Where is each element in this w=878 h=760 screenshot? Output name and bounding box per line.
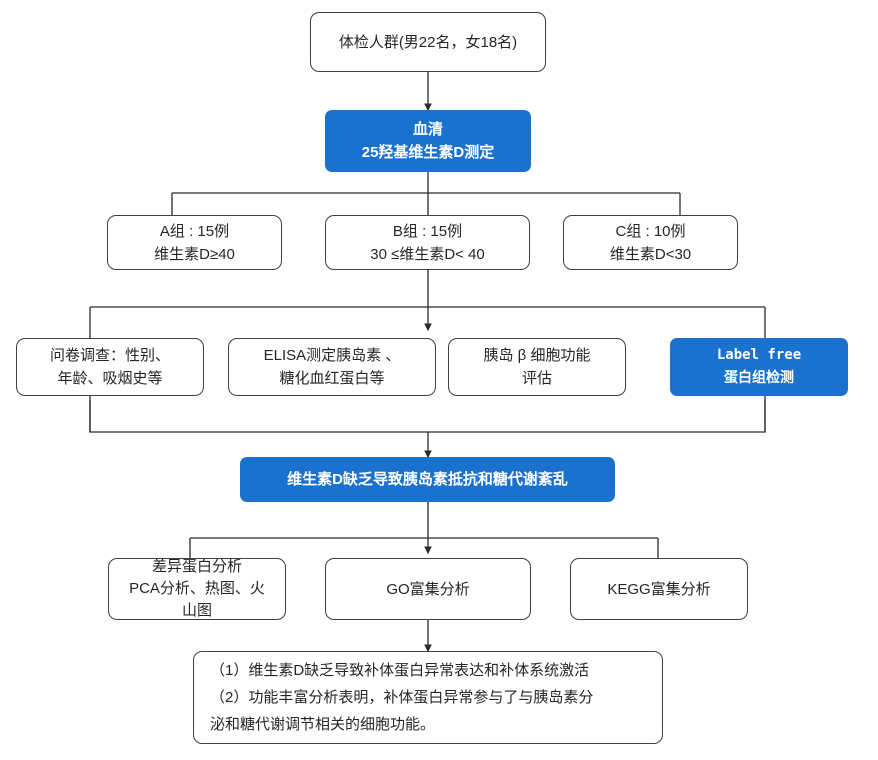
node-serum-assay[interactable]: 血清 25羟基维生素D测定	[325, 110, 531, 172]
node-finding-banner-text: 维生素D缺乏导致胰岛素抵抗和糖代谢紊乱	[240, 468, 615, 491]
node-label-free-proteomics-line-2: 蛋白组检测	[724, 370, 794, 386]
node-label-free-proteomics-line-1: Label free	[716, 347, 802, 363]
node-elisa-line-2: 糖化血红蛋白等	[279, 370, 385, 387]
node-group-b[interactable]: B组 : 15例 30 ≤维生素D< 40	[325, 215, 530, 270]
node-differential-protein-analysis-text: 差异蛋白分析 PCA分析、热图、火 山图	[109, 556, 285, 622]
node-group-c-line-1: C组 : 10例	[615, 222, 686, 240]
node-beta-cell-function-text: 胰岛 β 细胞功能 评估	[449, 344, 625, 390]
node-kegg-enrichment-line-1: KEGG富集分析	[607, 580, 711, 598]
node-differential-protein-analysis-line-3: 山图	[181, 602, 212, 619]
node-differential-protein-analysis[interactable]: 差异蛋白分析 PCA分析、热图、火 山图	[108, 558, 286, 620]
node-questionnaire-text: 问卷调查：性别、 年龄、吸烟史等	[17, 344, 203, 390]
node-conclusion[interactable]: （1）维生素D缺乏导致补体蛋白异常表达和补体系统激活 （2）功能丰富分析表明，补…	[193, 651, 663, 744]
node-differential-protein-analysis-line-1: 差异蛋白分析	[151, 558, 242, 575]
node-group-b-line-1: B组 : 15例	[392, 222, 463, 240]
node-group-b-text: B组 : 15例 30 ≤维生素D< 40	[326, 220, 529, 266]
node-group-a-text: A组 : 15例 维生素D≥40	[108, 220, 281, 266]
node-cohort[interactable]: 体检人群(男22名，女18名)	[310, 12, 546, 72]
node-conclusion-line-2: （2）功能丰富分析表明，补体蛋白异常参与了与胰岛素分	[210, 689, 594, 706]
node-cohort-text: 体检人群(男22名，女18名)	[311, 31, 545, 54]
node-elisa-text: ELISA测定胰岛素 、 糖化血红蛋白等	[229, 344, 435, 390]
node-label-free-proteomics[interactable]: Label free 蛋白组检测	[670, 338, 848, 396]
node-group-c-line-2: 维生素D<30	[609, 245, 692, 263]
node-questionnaire-line-2: 年龄、吸烟史等	[57, 370, 163, 387]
node-group-a-line-1: A组 : 15例	[159, 222, 230, 240]
node-go-enrichment-line-1: GO富集分析	[386, 580, 470, 598]
node-finding-banner[interactable]: 维生素D缺乏导致胰岛素抵抗和糖代谢紊乱	[240, 457, 615, 502]
node-kegg-enrichment-text: KEGG富集分析	[571, 578, 747, 601]
node-group-c-text: C组 : 10例 维生素D<30	[564, 220, 737, 266]
node-go-enrichment[interactable]: GO富集分析	[325, 558, 531, 620]
node-beta-cell-function[interactable]: 胰岛 β 细胞功能 评估	[448, 338, 626, 396]
node-kegg-enrichment[interactable]: KEGG富集分析	[570, 558, 748, 620]
node-label-free-proteomics-text: Label free 蛋白组检测	[670, 344, 848, 390]
node-group-b-line-2: 30 ≤维生素D< 40	[370, 245, 485, 263]
node-conclusion-line-3: 泌和糖代谢调节相关的细胞功能。	[210, 716, 436, 733]
node-beta-cell-function-line-1: 胰岛 β 细胞功能	[483, 347, 591, 364]
node-group-a[interactable]: A组 : 15例 维生素D≥40	[107, 215, 282, 270]
node-beta-cell-function-line-2: 评估	[521, 370, 552, 387]
node-elisa[interactable]: ELISA测定胰岛素 、 糖化血红蛋白等	[228, 338, 436, 396]
node-serum-assay-line-2: 25羟基维生素D测定	[361, 144, 495, 161]
node-conclusion-text: （1）维生素D缺乏导致补体蛋白异常表达和补体系统激活 （2）功能丰富分析表明，补…	[194, 657, 662, 738]
node-finding-banner-line-1: 维生素D缺乏导致胰岛素抵抗和糖代谢紊乱	[287, 471, 568, 488]
node-group-c[interactable]: C组 : 10例 维生素D<30	[563, 215, 738, 270]
node-conclusion-line-1: （1）维生素D缺乏导致补体蛋白异常表达和补体系统激活	[210, 662, 590, 679]
node-cohort-line-1: 体检人群(男22名，女18名)	[338, 33, 518, 51]
node-questionnaire[interactable]: 问卷调查：性别、 年龄、吸烟史等	[16, 338, 204, 396]
node-serum-assay-line-1: 血清	[412, 121, 443, 138]
node-questionnaire-line-1: 问卷调查：性别、	[49, 347, 170, 364]
node-go-enrichment-text: GO富集分析	[326, 578, 530, 601]
node-group-a-line-2: 维生素D≥40	[154, 245, 235, 263]
node-serum-assay-text: 血清 25羟基维生素D测定	[325, 118, 531, 164]
node-elisa-line-1: ELISA测定胰岛素 、	[263, 347, 401, 364]
assay-collect-bar	[89, 400, 766, 433]
node-differential-protein-analysis-line-2: PCA分析、热图、火	[129, 580, 265, 597]
